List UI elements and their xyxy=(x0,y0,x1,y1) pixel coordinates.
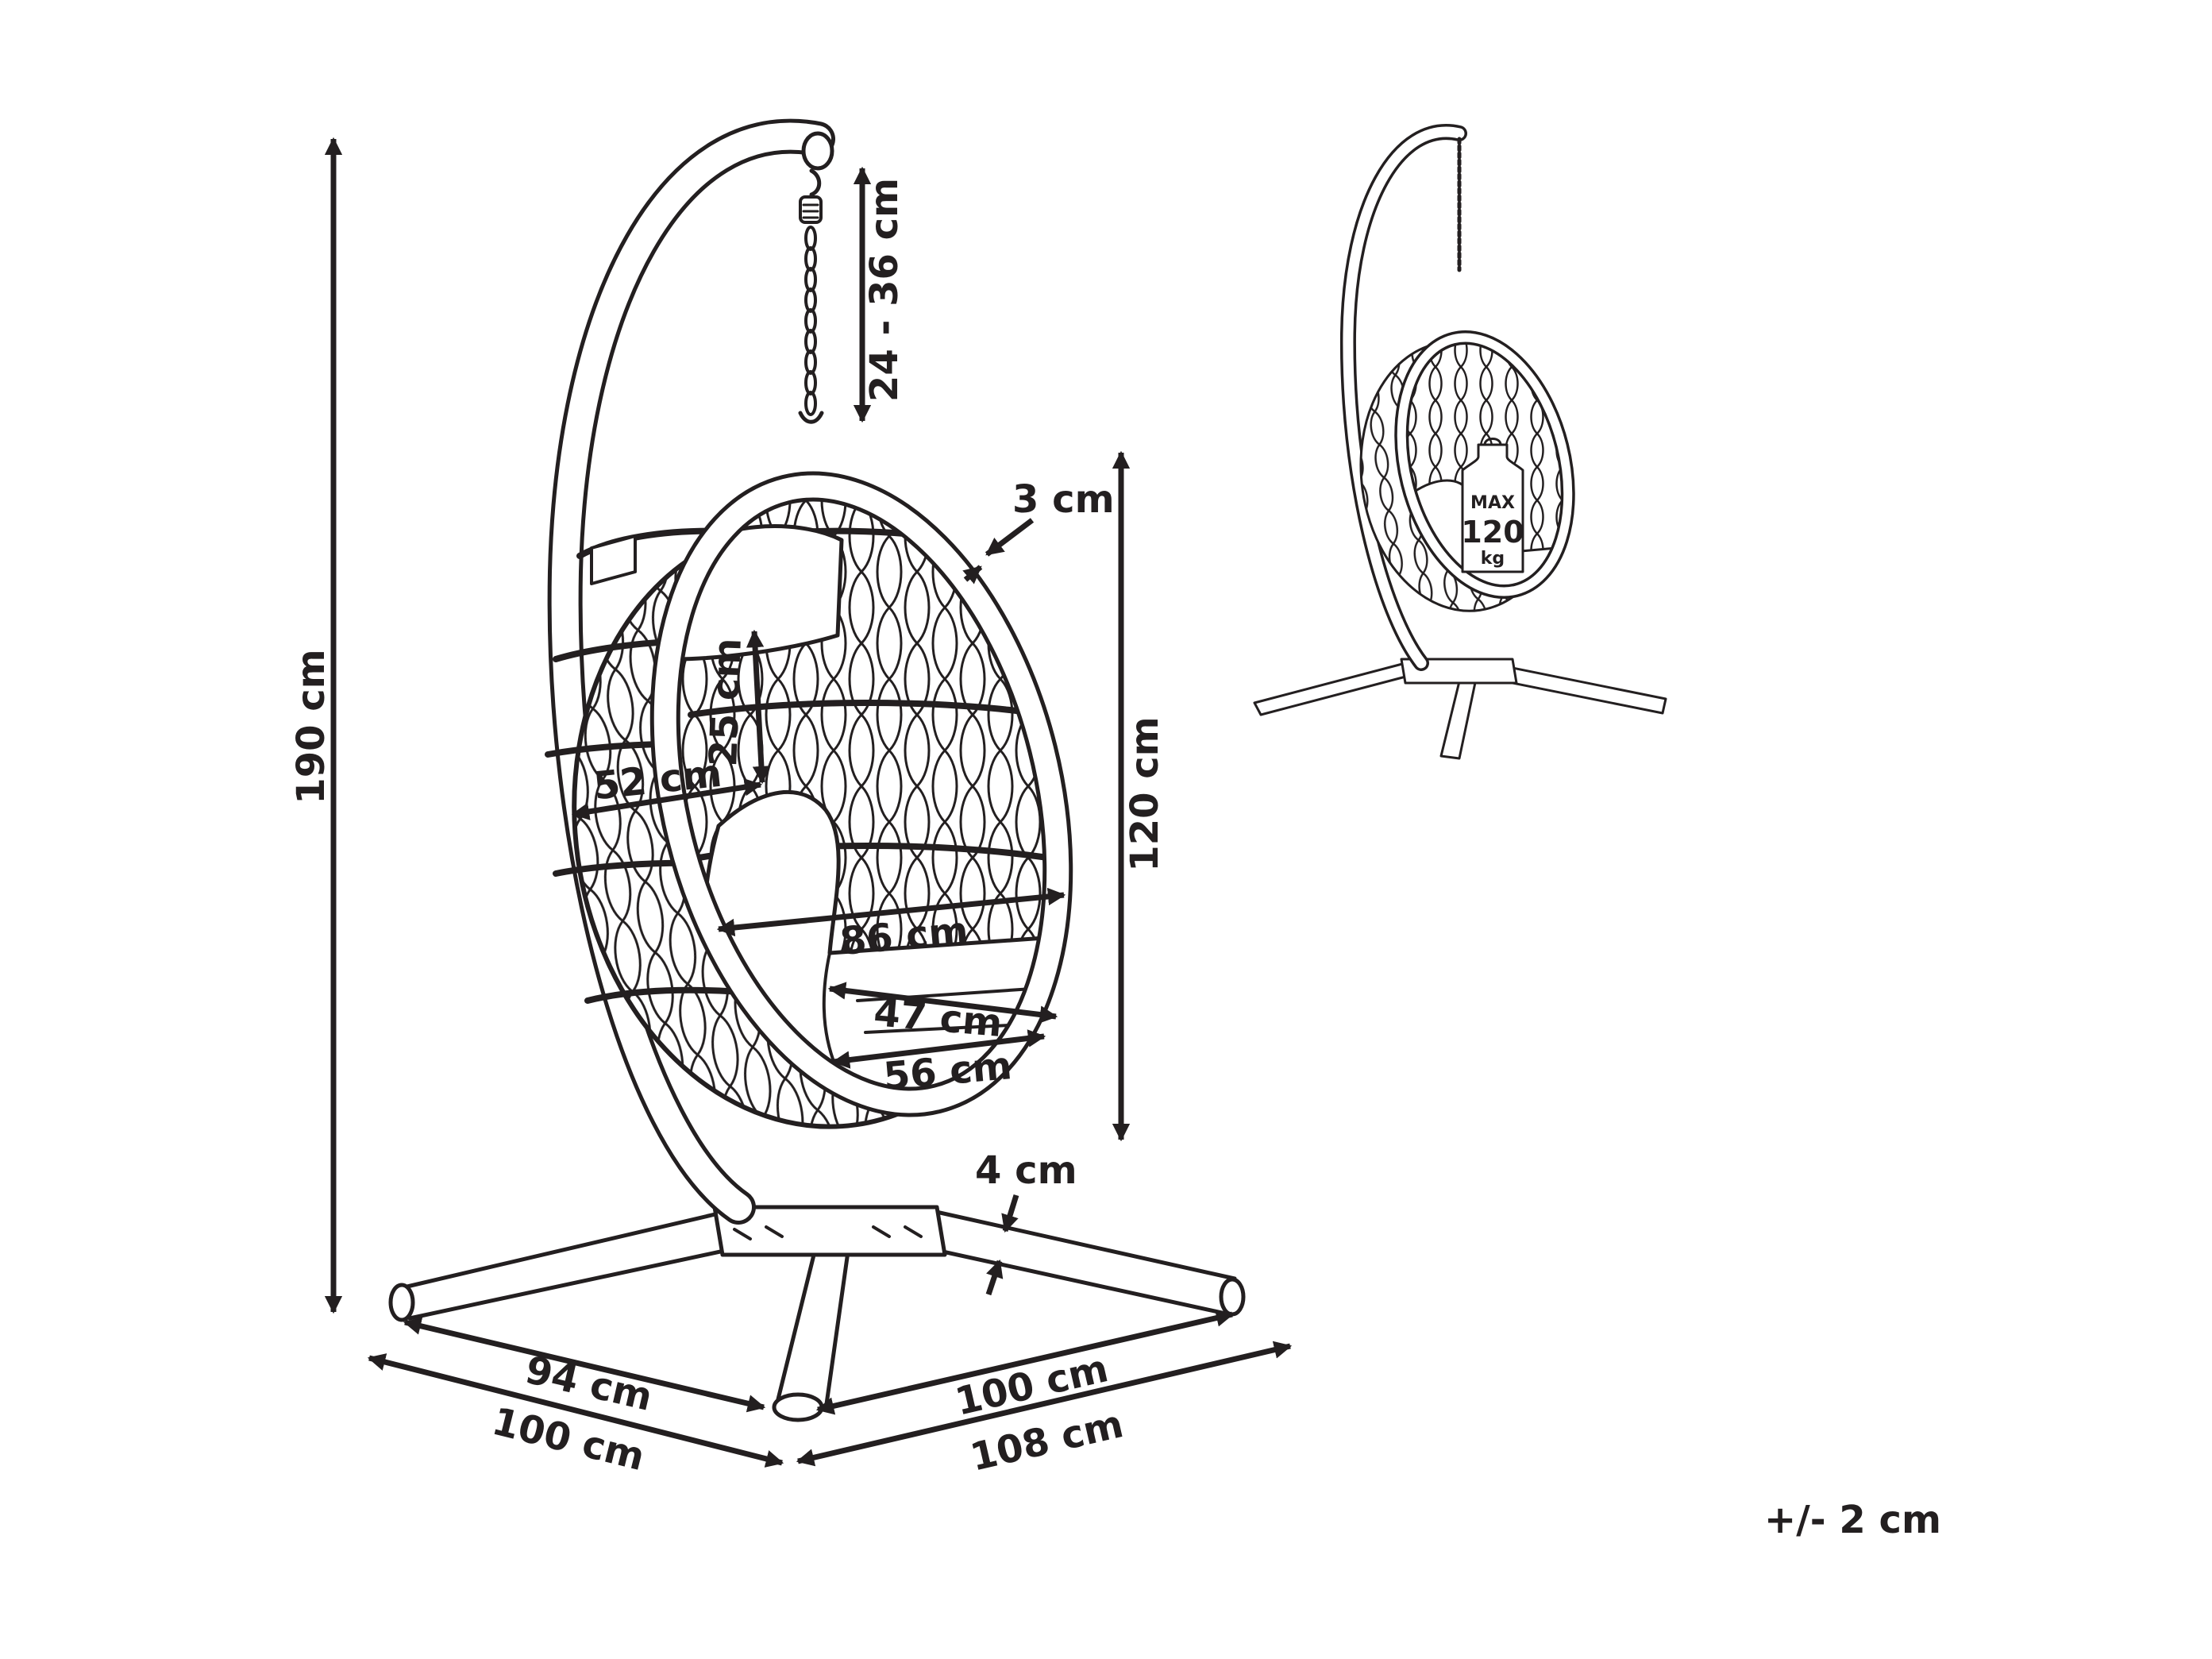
frame-tube-label: 3 cm xyxy=(1012,477,1115,522)
badge-unit-text: kg xyxy=(1481,549,1505,569)
seat-width-arrow xyxy=(831,1029,1046,1069)
back-height-arrow xyxy=(746,629,771,785)
egg-frame-ring xyxy=(649,471,1073,1117)
hanging-chain xyxy=(798,168,824,424)
frame-tube-arrow xyxy=(985,518,1035,557)
thumbnail-chair-drawing: MAX 120 kg xyxy=(1253,124,1667,760)
badge-max-text: MAX xyxy=(1470,493,1515,513)
stand-tube-arrow-top xyxy=(1001,1194,1019,1233)
egg-width-arrow xyxy=(716,887,1066,937)
back-height-label: 25 cm xyxy=(701,638,750,768)
max-weight-badge: MAX 120 kg xyxy=(1461,438,1524,573)
base-right-outer-arrow xyxy=(796,1341,1293,1467)
inner-width-arrow xyxy=(571,778,763,820)
main-chair-drawing xyxy=(388,118,1246,1422)
dimension-arrows xyxy=(324,137,1293,1468)
seat-depth-arrow xyxy=(827,982,1058,1024)
chain-length-label: 24 - 36 cm xyxy=(862,178,907,402)
egg-height-label: 120 cm xyxy=(1123,716,1167,871)
base-left-outer-arrow xyxy=(367,1353,784,1468)
stand-arc xyxy=(547,118,835,1225)
badge-value-text: 120 xyxy=(1461,515,1524,550)
total-height-label: 190 cm xyxy=(289,649,333,804)
tolerance-note: +/- 2 cm xyxy=(1764,1498,1941,1542)
stand-tube-label: 4 cm xyxy=(975,1148,1077,1193)
stand-tube-arrow-bottom xyxy=(985,1259,1004,1296)
